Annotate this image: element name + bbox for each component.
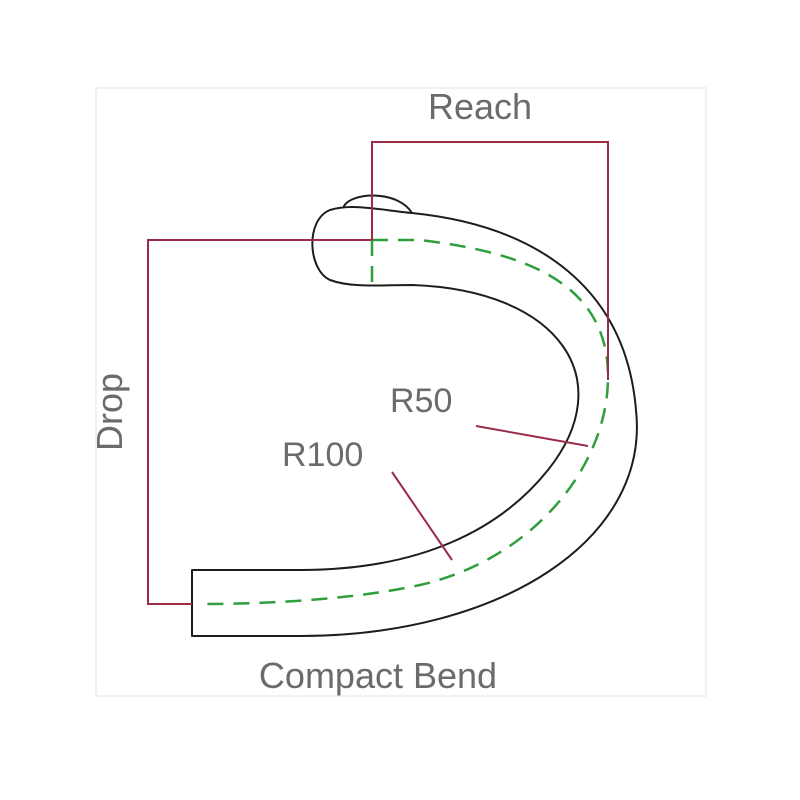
r100-leader-line [391,471,453,561]
r50-leader-line [475,425,589,447]
reach-label: Reach [428,86,532,127]
handlebar-outline [191,205,638,637]
caption-label: Compact Bend [259,655,497,696]
handlebar-centerline [199,238,610,606]
drop-dimension-line [147,239,372,605]
drop-label: Drop [89,373,130,451]
clamp-bump [343,194,413,214]
reach-dimension-line [371,141,609,380]
r50-label: R50 [390,382,452,420]
r100-label: R100 [282,436,363,474]
diagram-frame [95,87,707,697]
